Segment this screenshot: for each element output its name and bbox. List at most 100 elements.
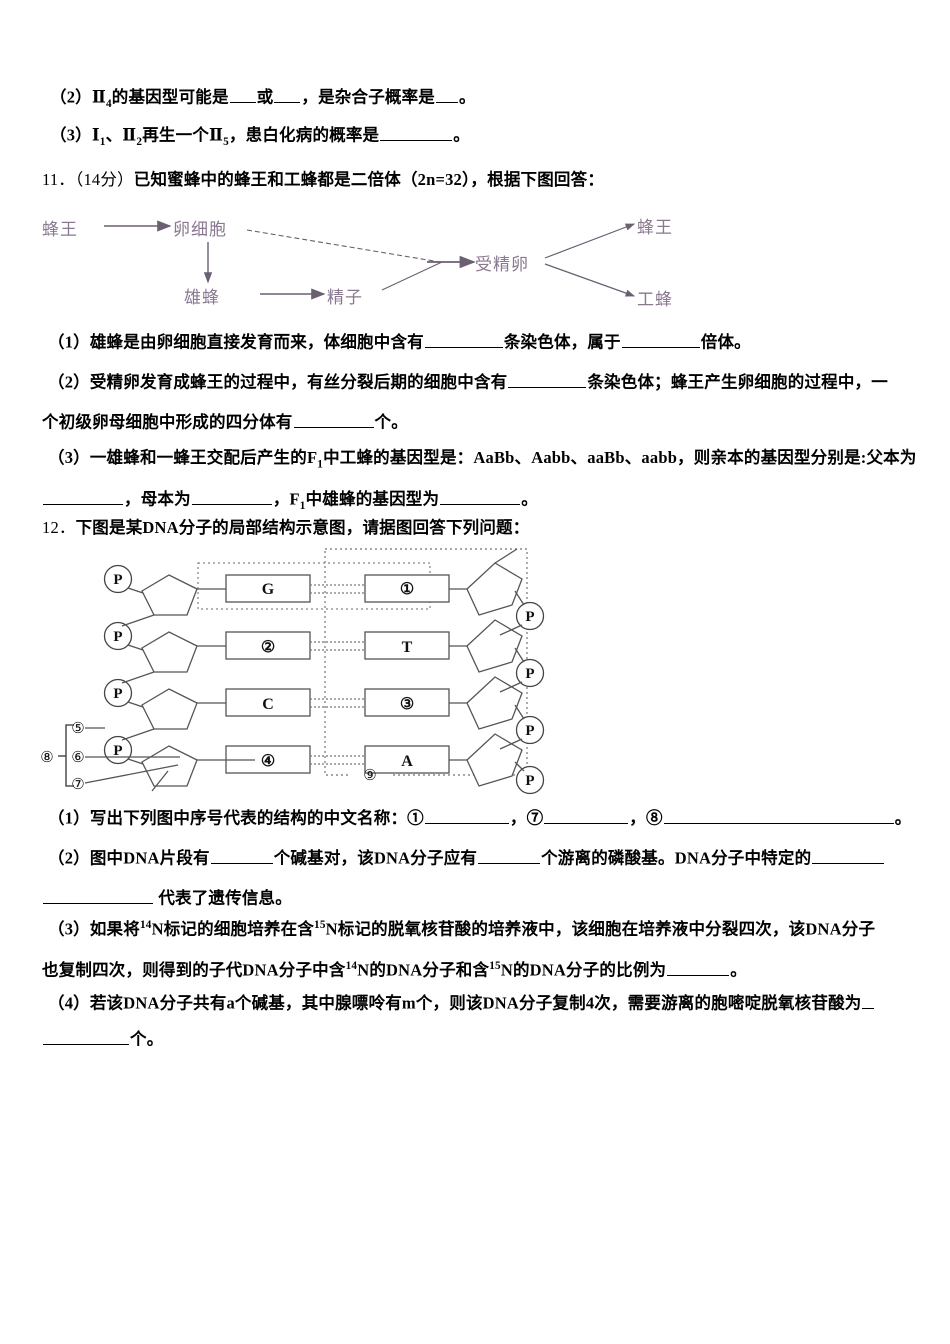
q10-p2-text3: ，是杂合子概率是 xyxy=(301,87,435,107)
q11-p2-prefix: （2） xyxy=(48,372,90,392)
question-10-part-2: （2）Ⅱ4的基因型可能是或，是杂合子概率是。 xyxy=(50,86,476,111)
q12-p3-prefix: （3） xyxy=(48,919,90,939)
answer-blank[interactable] xyxy=(210,847,273,864)
q12-p1-t4: 。 xyxy=(894,808,912,828)
answer-blank[interactable] xyxy=(191,488,272,505)
q11-p2-t3: 个初级卵母细胞中形成的四分体有 xyxy=(42,412,293,432)
answer-blank[interactable] xyxy=(478,847,541,864)
q12-p1-n1: ① xyxy=(407,808,424,828)
answer-blank[interactable] xyxy=(274,86,301,103)
q12-p3-t2: 标记的细胞培养在含 xyxy=(163,919,315,939)
question-12-part-4-line2: 个。 xyxy=(42,1028,163,1049)
q11-score: （14分） xyxy=(75,170,134,189)
q12-p3-n15b: 15 xyxy=(489,960,501,973)
callout-5: ⑤ xyxy=(71,721,84,737)
q12-p3-n15: 15 xyxy=(314,919,326,931)
phosphate-label: P xyxy=(525,723,534,739)
q10-p3-roman3: Ⅱ xyxy=(209,125,224,145)
q12-p3-dna1: DNA xyxy=(805,919,842,939)
answer-blank[interactable] xyxy=(667,959,730,976)
bee-node-egg-cell: 卵细胞 xyxy=(173,220,227,239)
arrow-zygote-to-queen xyxy=(544,223,636,259)
phosphate-label: P xyxy=(113,686,122,702)
q11-p3-t3: ，则亲本的基因型分别是:父本为 xyxy=(677,448,917,467)
question-12-part-2-line1: （2）图中DNA片段有个碱基对，该DNA分子应有个游离的磷酸基。DNA分子中特定… xyxy=(48,847,885,868)
q11-p3-f2-sub: 1 xyxy=(299,499,306,512)
q12-p3-t9: 分子的比例为 xyxy=(566,960,667,980)
q11-p3-t5: ， xyxy=(272,489,290,509)
q10-p3-roman2: Ⅱ xyxy=(122,125,137,145)
answer-blank[interactable] xyxy=(229,86,256,103)
bee-node-queen-left: 蜂王 xyxy=(42,220,78,239)
answer-blank[interactable] xyxy=(440,488,521,505)
q10-p2-prefix: （2） xyxy=(50,87,92,107)
answer-blank[interactable] xyxy=(43,488,123,505)
answer-blank[interactable] xyxy=(43,887,153,904)
bee-node-queen-right: 蜂王 xyxy=(637,218,673,237)
q12-p3-t10: 。 xyxy=(730,960,747,980)
phosphate-label: P xyxy=(525,773,534,789)
q11-p2-t4: 个。 xyxy=(374,412,408,432)
q12-p4-dna1: DNA xyxy=(123,993,160,1013)
q11-p3-genotypes: AaBb、Aabb、aaBb、aabb xyxy=(473,448,678,467)
question-12-part-3-line2: 也复制四次，则得到的子代DNA分子中含14N的DNA分子和含15N的DNA分子的… xyxy=(42,959,747,980)
q12-p4-t2: 分子共有 xyxy=(159,993,227,1013)
q12-p2-t7: 代表了遗传信息。 xyxy=(158,888,292,908)
answer-blank[interactable] xyxy=(424,331,503,348)
answer-blank[interactable] xyxy=(862,992,875,1009)
callout-6: ⑥ xyxy=(71,750,84,766)
base-left-2: ② xyxy=(261,639,275,656)
q12-p4-dna2: DNA xyxy=(482,993,520,1013)
q12-p4-prefix: （4） xyxy=(48,993,90,1013)
q12-p4-t4: 个，则该 xyxy=(415,993,483,1013)
phosphate-label: P xyxy=(113,629,122,645)
question-11-part-3-line2: ，母本为，F1中雄蜂的基因型为。 xyxy=(42,488,538,513)
answer-blank[interactable] xyxy=(621,331,700,348)
bee-life-cycle-diagram: 蜂王 卵细胞 雄蜂 精子 受精卵 蜂王 工蜂 xyxy=(42,198,722,318)
question-12-part-3-line1: （3）如果将14N标记的细胞培养在含15N标记的脱氧核苷酸的培养液中，该细胞在培… xyxy=(48,919,875,939)
q10-p3-sub3: 5 xyxy=(223,135,229,148)
q10-p3-t4: 。 xyxy=(453,125,470,145)
q10-p2-text2: 或 xyxy=(256,87,274,107)
answer-blank[interactable] xyxy=(424,807,509,824)
q12-p4-t5: 分子复制 xyxy=(519,993,586,1013)
base-left-3: C xyxy=(262,696,274,713)
q12-p1-t2: ， xyxy=(509,808,527,828)
q12-p3-N2: N xyxy=(325,919,338,939)
q10-p2-sub: 4 xyxy=(105,97,112,110)
answer-blank[interactable] xyxy=(380,124,453,141)
q11-p3-t6: 中雄蜂的基因型为 xyxy=(305,489,440,509)
q12-p3-dna3: DNA xyxy=(386,960,423,980)
question-12-part-1: （1）写出下列图中序号代表的结构的中文名称：①，⑦，⑧。 xyxy=(48,807,911,828)
q11-p3-f1: F xyxy=(306,448,318,467)
q12-p3-t8: 分子和含 xyxy=(422,960,490,980)
question-12-part-4-line1: （4）若该DNA分子共有a个碱基，其中腺嘌呤有m个，则该DNA分子复制4次，需要… xyxy=(48,992,875,1013)
answer-blank[interactable] xyxy=(812,847,885,864)
question-10-part-3: （3）Ⅰ1、Ⅱ2再生一个Ⅱ5，患白化病的概率是。 xyxy=(50,124,470,149)
q10-p3-sub1: 1 xyxy=(99,135,106,148)
q12-p3-dna4: DNA xyxy=(529,960,567,980)
q10-p3-roman1: Ⅰ xyxy=(91,125,100,145)
bee-node-drone: 雄蜂 xyxy=(184,288,220,307)
q10-p3-t1: 、 xyxy=(105,125,123,145)
q11-p1-t1: 雄蜂是由卵细胞直接发育而来，体细胞中含有 xyxy=(89,332,424,352)
q12-p1-n7: ⑦ xyxy=(526,808,544,828)
q10-p3-t2: 再生一个 xyxy=(142,125,210,145)
answer-blank[interactable] xyxy=(663,807,894,824)
callout-8: ⑧ xyxy=(40,750,53,766)
q11-p2-t2: 条染色体；蜂王产生卵细胞的过程中，一 xyxy=(587,372,888,392)
line-egg-to-zygote xyxy=(246,229,441,263)
answer-blank[interactable] xyxy=(508,371,587,388)
answer-blank[interactable] xyxy=(436,86,458,103)
callout-7: ⑦ xyxy=(71,777,84,793)
answer-blank[interactable] xyxy=(293,411,374,428)
answer-blank[interactable] xyxy=(544,807,629,824)
q11-p3-t4: ，母本为 xyxy=(124,489,191,509)
q12-p2-t4: 分子应有 xyxy=(410,848,478,868)
q12-p4-t3: 个碱基，其中腺嘌呤有 xyxy=(234,993,402,1013)
answer-blank[interactable] xyxy=(43,1028,129,1045)
question-11-part-3-line1: （3）一雄蜂和一蜂王交配后产生的F1中工蜂的基因型是：AaBb、Aabb、aaB… xyxy=(48,448,917,472)
q10-p3-prefix: （3） xyxy=(50,125,92,145)
q12-p3-t7b: 的 xyxy=(512,960,530,980)
